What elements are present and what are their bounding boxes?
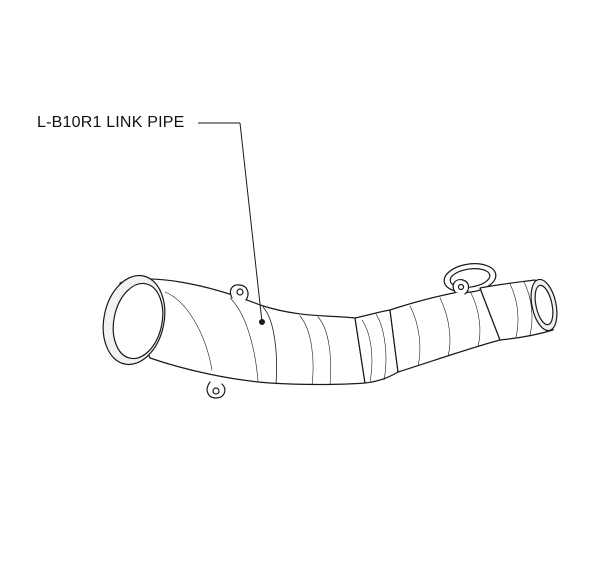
- rear-bracket: [452, 279, 470, 295]
- pipe-rear-section: [389, 287, 501, 373]
- bottom-bracket: [206, 381, 226, 399]
- callout-leader: [198, 122, 263, 323]
- callout-dot: [259, 319, 265, 325]
- top-bracket: [229, 284, 249, 301]
- part-label: L-B10R1 LINK PIPE: [37, 114, 185, 131]
